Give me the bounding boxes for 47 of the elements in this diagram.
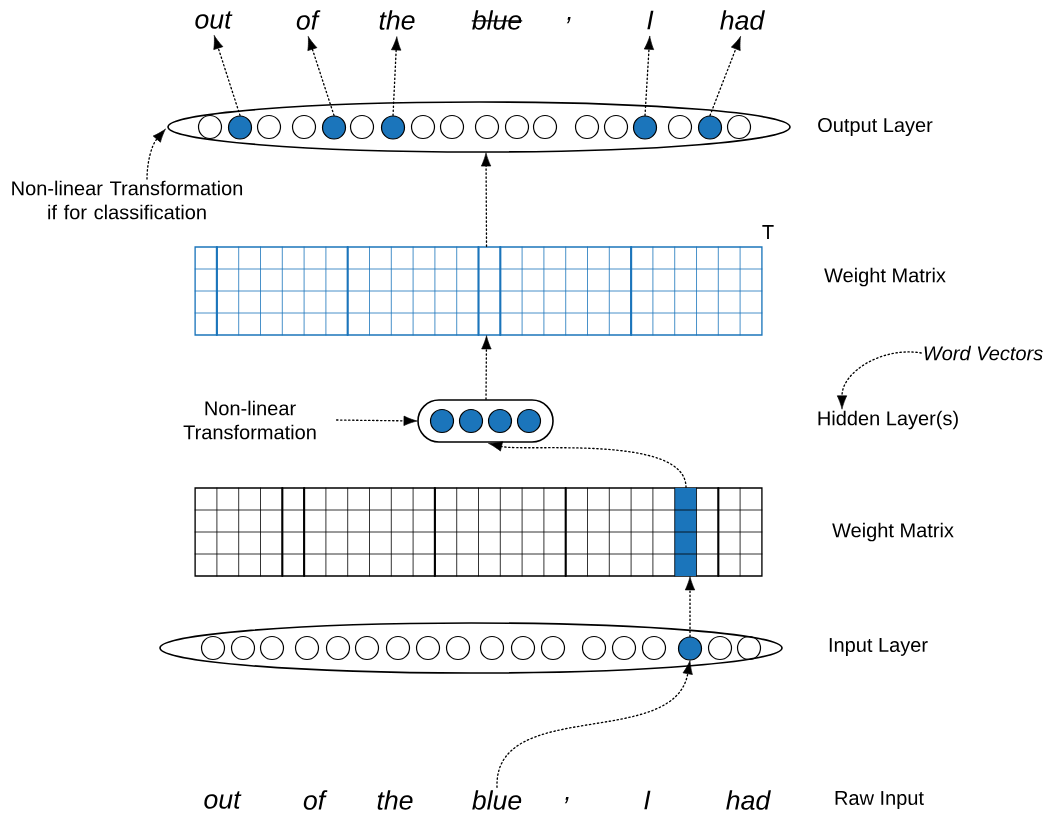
word-label: out (195, 11, 233, 29)
neuron-circle (321, 115, 347, 140)
layer-label: Raw Input (835, 791, 924, 809)
arrow (481, 152, 492, 247)
arrow (481, 335, 492, 400)
weight-matrix-grid (194, 486, 763, 578)
neuron-circle (697, 115, 723, 140)
arrow (146, 128, 166, 180)
word-label: , (564, 796, 569, 804)
arrow (391, 36, 402, 117)
arrow (496, 660, 693, 788)
neuron-circle (227, 115, 253, 140)
arrow (709, 36, 741, 117)
layer-label: Weight Matrix (832, 522, 954, 542)
word-label: of (296, 10, 321, 30)
word-label: of (303, 790, 328, 810)
word-label: blue (472, 790, 522, 810)
word-label: , (566, 16, 571, 24)
layer-ellipse (159, 622, 783, 674)
layer-label: Output Layer (818, 117, 933, 137)
annotation-text: Non-linear Transformation if for classification (12, 180, 243, 220)
layer-ellipse (167, 101, 791, 153)
word-label: I (644, 790, 651, 810)
hidden-layer-capsule (417, 399, 554, 443)
neuron-circle (380, 115, 406, 140)
layer-label: Weight Matrix (824, 267, 946, 287)
annotation-text: Word Vectors (924, 345, 1043, 361)
neuron-circle (677, 636, 703, 661)
arrow (213, 35, 241, 117)
arrow (643, 36, 655, 117)
word-label: the (379, 10, 415, 30)
arrow (335, 415, 418, 426)
arrow (836, 351, 922, 410)
layer-label: Hidden Layer(s) (818, 410, 958, 430)
arrow (684, 576, 696, 638)
word-label: I (647, 10, 654, 30)
layer-label: Input Layer (829, 638, 928, 656)
word-label: out (204, 791, 242, 809)
word-label: had (726, 790, 771, 810)
word-label: had (720, 10, 765, 30)
arrow (488, 441, 687, 488)
word-label: the (377, 790, 413, 810)
node-label: T (762, 225, 774, 239)
arrow (307, 36, 335, 117)
weight-matrix-grid: T (194, 225, 774, 337)
neuron-circle (632, 115, 658, 140)
annotation-text: Non-linear Transformation (183, 400, 316, 440)
